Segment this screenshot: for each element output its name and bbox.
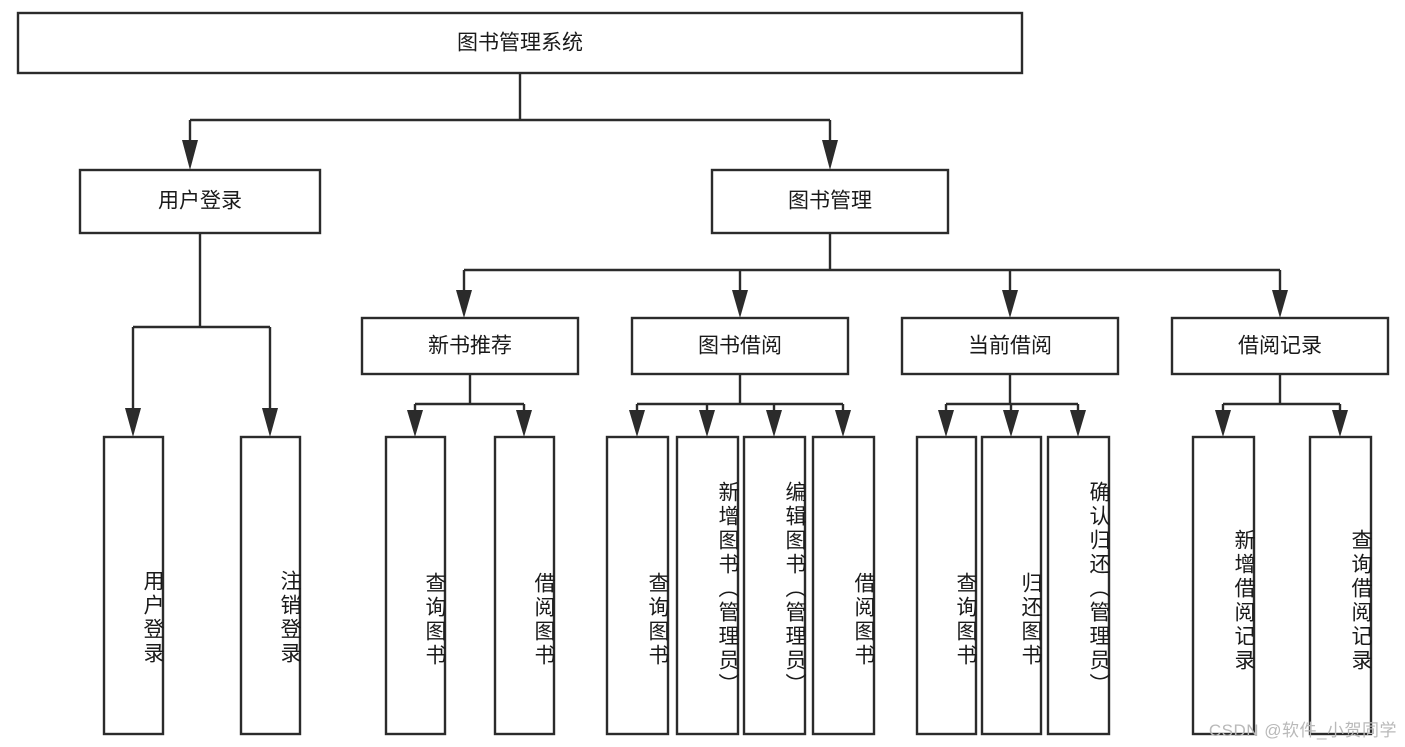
node-borrow-record-label: 借阅记录 bbox=[1238, 335, 1322, 358]
node-root-book-management-system[interactable]: 图书管理系统 bbox=[16, 11, 1024, 75]
arrow-head-icon bbox=[407, 410, 423, 437]
node-borrow-record[interactable]: 借阅记录 bbox=[1170, 316, 1390, 376]
node-user-login[interactable]: 用户登录 bbox=[78, 168, 322, 235]
node-root-label: 图书管理系统 bbox=[457, 32, 583, 55]
arrow-head-icon bbox=[516, 410, 532, 437]
node-current-borrow[interactable]: 当前借阅 bbox=[900, 316, 1120, 376]
leaf-box-borrow-add-book[interactable] bbox=[675, 435, 740, 736]
arrow-head-icon bbox=[938, 410, 954, 437]
arrow-head-icon bbox=[1070, 410, 1086, 437]
csdn-watermark: CSDN @软件_小贺同学 bbox=[1208, 721, 1397, 740]
arrow-head-icon bbox=[1002, 290, 1018, 318]
node-book-management-box bbox=[710, 168, 950, 235]
arrow-head-icon bbox=[182, 140, 198, 170]
arrow-head-icon bbox=[1215, 410, 1231, 437]
leaf-box-user-logout[interactable] bbox=[239, 435, 302, 736]
leaf-box-borrow-borrow-book[interactable] bbox=[811, 435, 876, 736]
node-user-login-label: 用户登录 bbox=[158, 190, 242, 213]
node-book-management-label: 图书管理 bbox=[788, 190, 872, 213]
leaf-box-layer bbox=[102, 435, 1373, 736]
node-book-borrow-label: 图书借阅 bbox=[698, 335, 782, 358]
arrow-head-icon bbox=[822, 140, 838, 170]
node-new-book-recommend[interactable]: 新书推荐 bbox=[360, 316, 580, 376]
leaf-box-new-borrow-book[interactable] bbox=[493, 435, 556, 736]
node-user-login-box bbox=[78, 168, 322, 235]
arrow-head-icon bbox=[835, 410, 851, 437]
node-new-book-recommend-box bbox=[360, 316, 580, 376]
leaf-box-borrow-edit-book[interactable] bbox=[742, 435, 807, 736]
node-current-borrow-box bbox=[900, 316, 1120, 376]
arrow-head-icon bbox=[125, 408, 141, 437]
node-book-borrow-box bbox=[630, 316, 850, 376]
arrow-head-icon bbox=[766, 410, 782, 437]
leaf-box-current-confirm-return[interactable] bbox=[1046, 435, 1111, 736]
arrow-head-icon bbox=[456, 290, 472, 318]
leaf-box-new-query-book[interactable] bbox=[384, 435, 447, 736]
arrow-head-icon bbox=[1332, 410, 1348, 437]
node-book-borrow[interactable]: 图书借阅 bbox=[630, 316, 850, 376]
node-new-book-recommend-label: 新书推荐 bbox=[428, 335, 512, 358]
node-root-box bbox=[16, 11, 1024, 75]
leaf-box-record-add[interactable] bbox=[1191, 435, 1256, 736]
connector-layer bbox=[125, 73, 1348, 437]
node-borrow-record-box bbox=[1170, 316, 1390, 376]
leaf-box-record-query[interactable] bbox=[1308, 435, 1373, 736]
node-current-borrow-label: 当前借阅 bbox=[968, 335, 1052, 358]
arrow-head-icon bbox=[629, 410, 645, 437]
leaf-box-current-query-book[interactable] bbox=[915, 435, 978, 736]
leaf-box-user-login[interactable] bbox=[102, 435, 165, 736]
leaf-box-current-return-book[interactable] bbox=[980, 435, 1043, 736]
arrow-head-icon bbox=[699, 410, 715, 437]
arrow-head-icon bbox=[1003, 410, 1019, 437]
arrow-head-icon bbox=[1272, 290, 1288, 318]
node-book-management[interactable]: 图书管理 bbox=[710, 168, 950, 235]
arrow-head-icon bbox=[732, 290, 748, 318]
arrow-head-icon bbox=[262, 408, 278, 437]
leaf-box-borrow-query-book[interactable] bbox=[605, 435, 670, 736]
